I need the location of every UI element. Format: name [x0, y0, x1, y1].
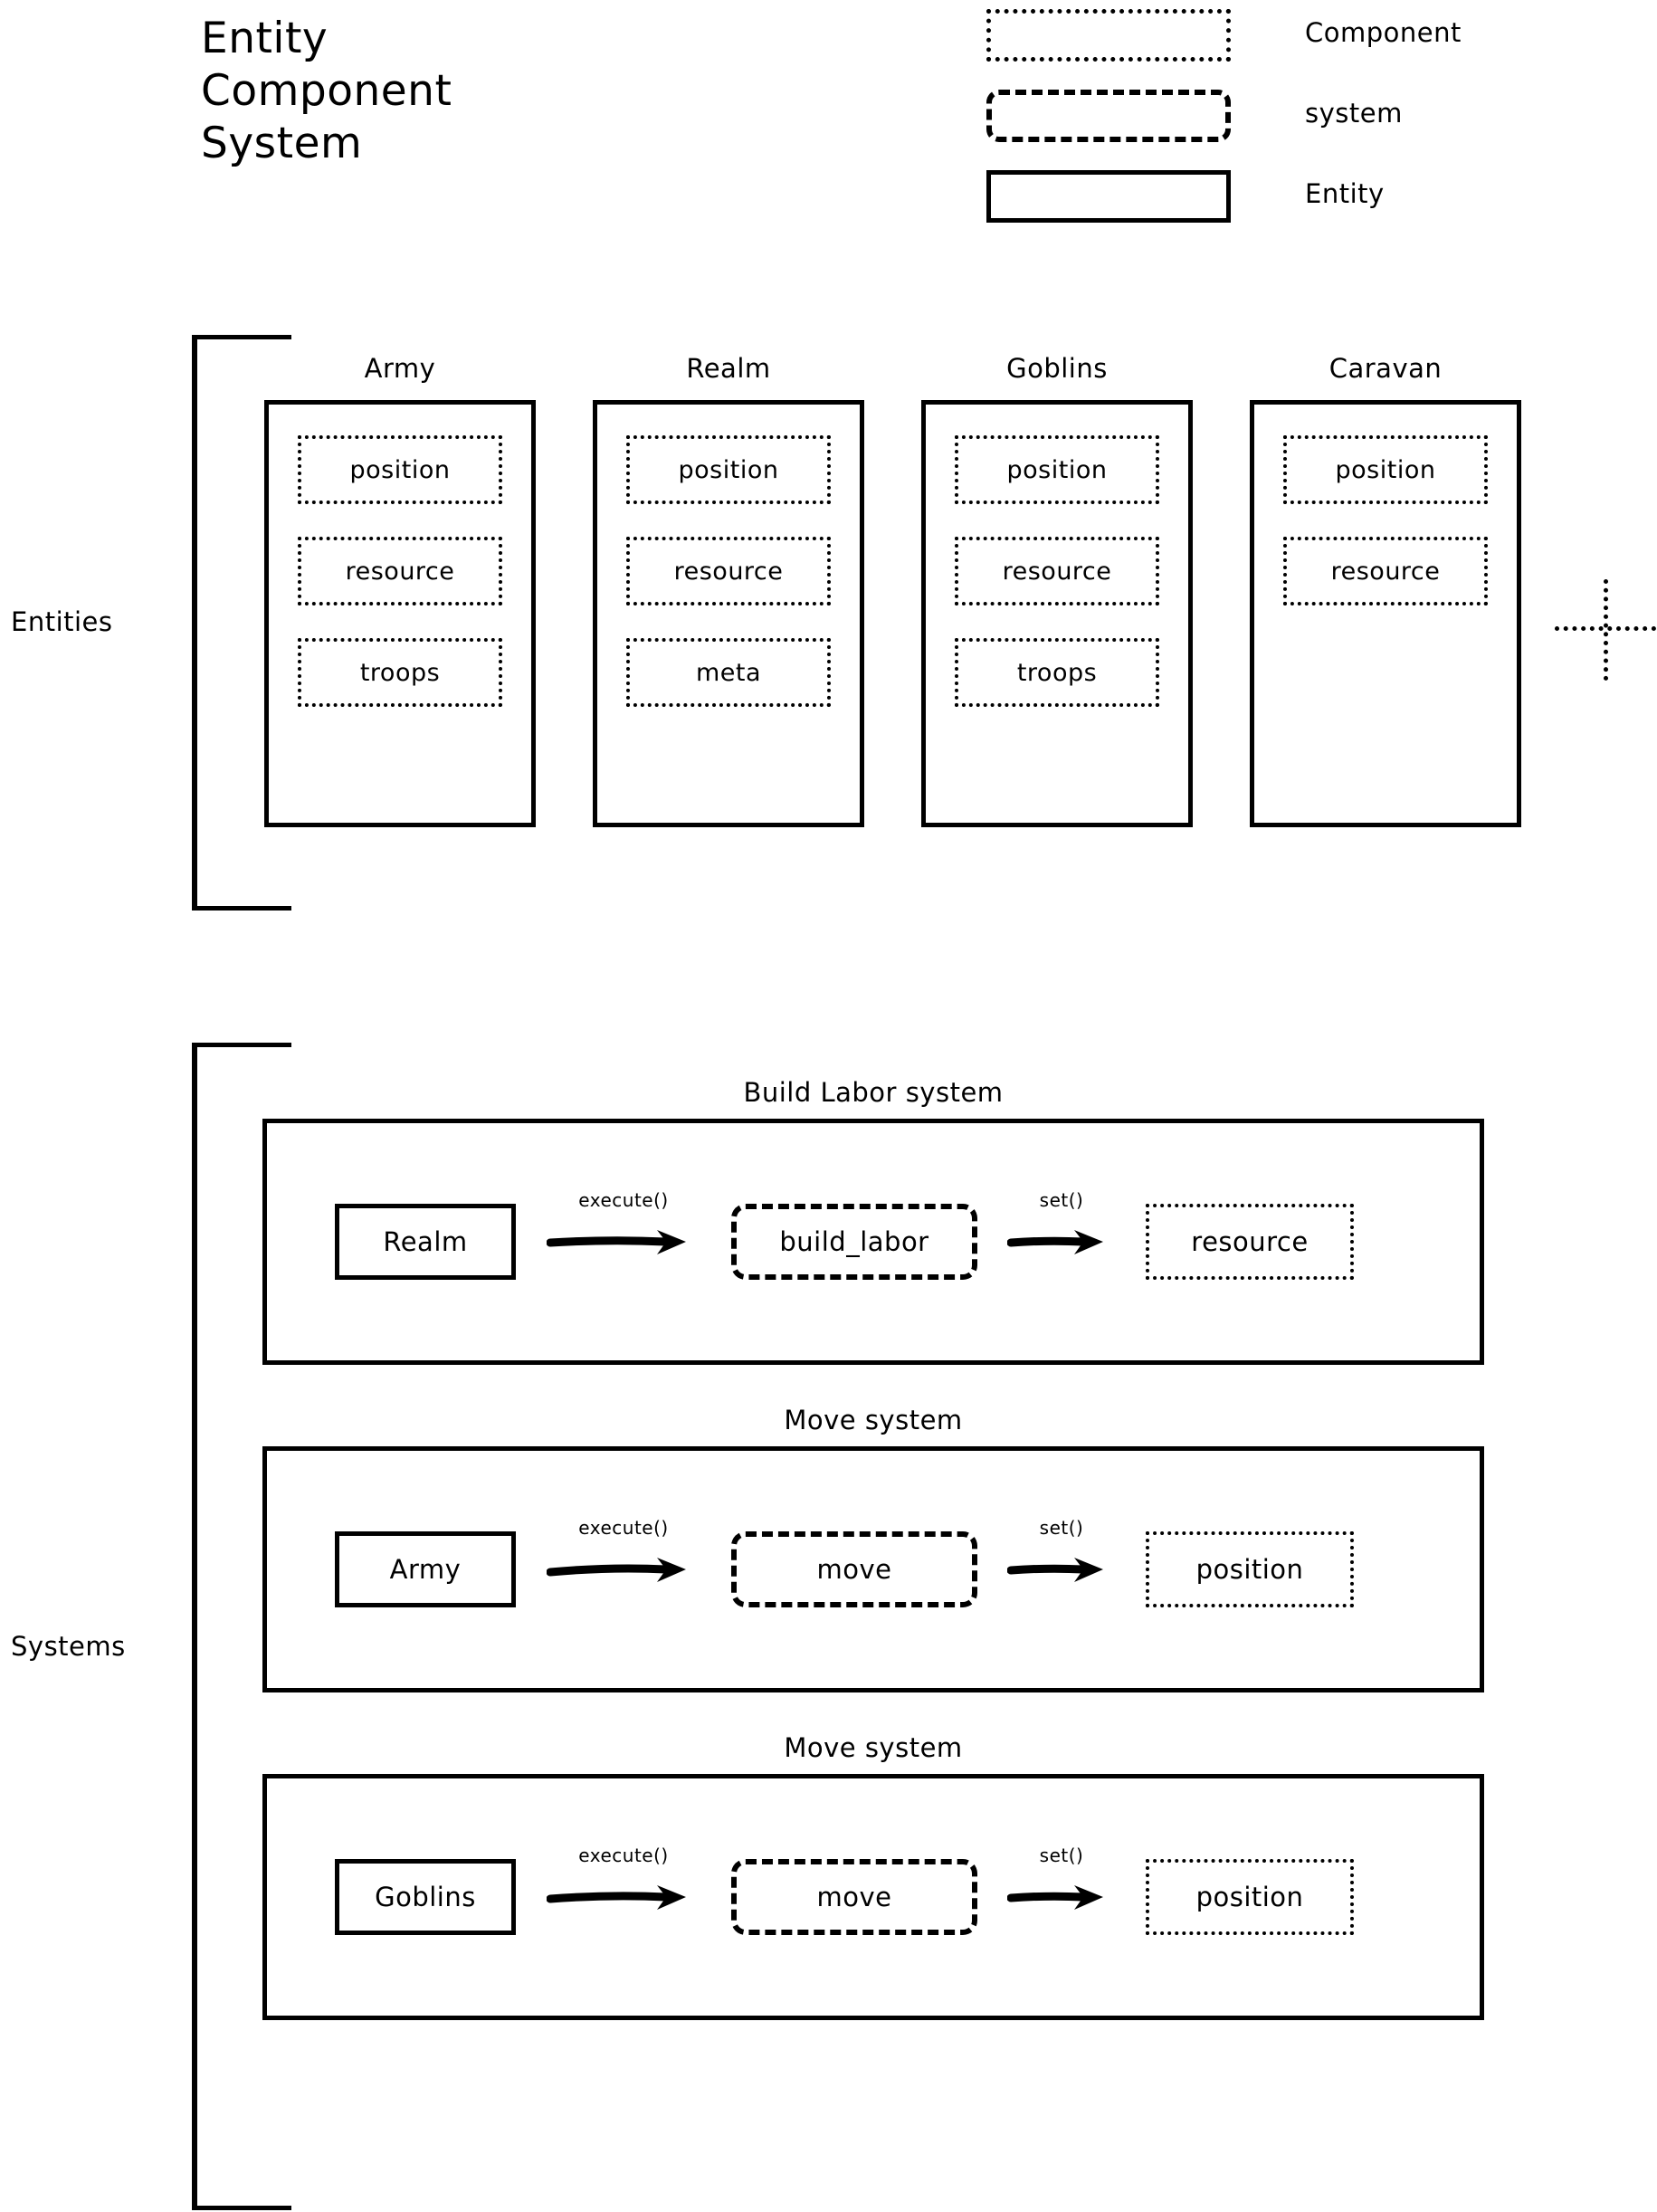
flow-arrow-execute: execute() — [516, 1845, 731, 1935]
legend-swatch-component-icon — [986, 9, 1231, 62]
component-position: position — [626, 435, 831, 504]
legend-swatch-system-icon — [986, 90, 1231, 142]
entity-box-caravan: position resource — [1250, 400, 1521, 827]
legend-label-system: system — [1305, 98, 1403, 129]
arrow-right-icon — [547, 1558, 686, 1582]
component-meta: meta — [626, 638, 831, 707]
flow-component-position: position — [1146, 1859, 1354, 1935]
system-box-build-labor: Realm execute() build_labor set() — [262, 1119, 1484, 1365]
flow-entity-goblins: Goblins — [335, 1859, 516, 1935]
page-title: Entity Component System — [201, 13, 452, 170]
entity-box-army: position resource troops — [264, 400, 536, 827]
flow-arrow-label-execute: execute() — [578, 1517, 669, 1539]
flow-arrow-set: set() — [977, 1517, 1146, 1607]
flow-arrow-label-set: set() — [1039, 1517, 1084, 1539]
legend: Component system Entity — [986, 9, 1547, 251]
system-title-move-army: Move system — [784, 1405, 963, 1435]
flow-system-move: move — [731, 1859, 977, 1935]
flow-arrow-label-execute: execute() — [578, 1845, 669, 1866]
legend-swatch-entity-icon — [986, 170, 1231, 223]
plus-icon-vertical — [1604, 579, 1608, 681]
systems-bracket — [192, 1043, 291, 2210]
component-resource: resource — [626, 537, 831, 605]
flow-entity-army: Army — [335, 1531, 516, 1607]
page-title-line-3: System — [201, 119, 363, 168]
entity-title-army: Army — [364, 353, 436, 384]
component-troops: troops — [298, 638, 502, 707]
flow-arrow-execute: execute() — [516, 1189, 731, 1280]
section-label-entities: Entities — [11, 606, 113, 637]
entity-caravan: Caravan position resource — [1250, 353, 1521, 827]
system-group-move-goblins: Move system Goblins execute() move set() — [0, 1732, 1657, 2020]
flow-arrow-set: set() — [977, 1189, 1146, 1280]
flow-arrow-label-execute: execute() — [578, 1189, 669, 1211]
legend-item-entity: Entity — [986, 170, 1547, 223]
section-label-systems: Systems — [11, 1631, 126, 1662]
entity-title-realm: Realm — [686, 353, 771, 384]
component-position: position — [955, 435, 1159, 504]
arrow-right-icon — [547, 1885, 686, 1910]
system-group-build-labor: Build Labor system Realm execute() build… — [0, 1077, 1657, 1365]
arrow-right-icon — [1007, 1558, 1103, 1582]
plus-icon — [1555, 579, 1656, 681]
component-position: position — [298, 435, 502, 504]
system-box-move-goblins: Goblins execute() move set() — [262, 1774, 1484, 2020]
system-box-move-army: Army execute() move set() — [262, 1446, 1484, 1692]
flow-component-resource: resource — [1146, 1204, 1354, 1280]
component-resource: resource — [955, 537, 1159, 605]
entity-goblins: Goblins position resource troops — [921, 353, 1193, 827]
entity-title-goblins: Goblins — [1006, 353, 1108, 384]
arrow-right-icon — [1007, 1885, 1103, 1910]
flow-system-move: move — [731, 1531, 977, 1607]
page-title-line-2: Component — [201, 66, 452, 116]
arrow-right-icon — [547, 1230, 686, 1254]
entity-army: Army position resource troops — [264, 353, 536, 827]
flow-arrow-label-set: set() — [1039, 1845, 1084, 1866]
entities-bracket — [192, 335, 291, 911]
legend-label-entity: Entity — [1305, 178, 1385, 209]
flow-component-position: position — [1146, 1531, 1354, 1607]
legend-item-system: system — [986, 90, 1547, 142]
flow-entity-realm: Realm — [335, 1204, 516, 1280]
system-title-move-goblins: Move system — [784, 1732, 963, 1763]
flow-arrow-label-set: set() — [1039, 1189, 1084, 1211]
system-title-build-labor: Build Labor system — [743, 1077, 1004, 1108]
entities-row: Army position resource troops Realm posi… — [0, 353, 1657, 914]
legend-label-component: Component — [1305, 17, 1462, 48]
flow-arrow-set: set() — [977, 1845, 1146, 1935]
entity-title-caravan: Caravan — [1328, 353, 1443, 384]
component-position: position — [1283, 435, 1488, 504]
flow-arrow-execute: execute() — [516, 1517, 731, 1607]
entity-realm: Realm position resource meta — [593, 353, 864, 827]
systems-list: Build Labor system Realm execute() build… — [0, 1077, 1657, 2060]
component-resource: resource — [1283, 537, 1488, 605]
component-troops: troops — [955, 638, 1159, 707]
component-resource: resource — [298, 537, 502, 605]
legend-item-component: Component — [986, 9, 1547, 62]
entity-box-realm: position resource meta — [593, 400, 864, 827]
system-group-move-army: Move system Army execute() move set() — [0, 1405, 1657, 1692]
flow-system-build-labor: build_labor — [731, 1204, 977, 1280]
page-title-line-1: Entity — [201, 14, 329, 63]
arrow-right-icon — [1007, 1230, 1103, 1254]
entity-box-goblins: position resource troops — [921, 400, 1193, 827]
